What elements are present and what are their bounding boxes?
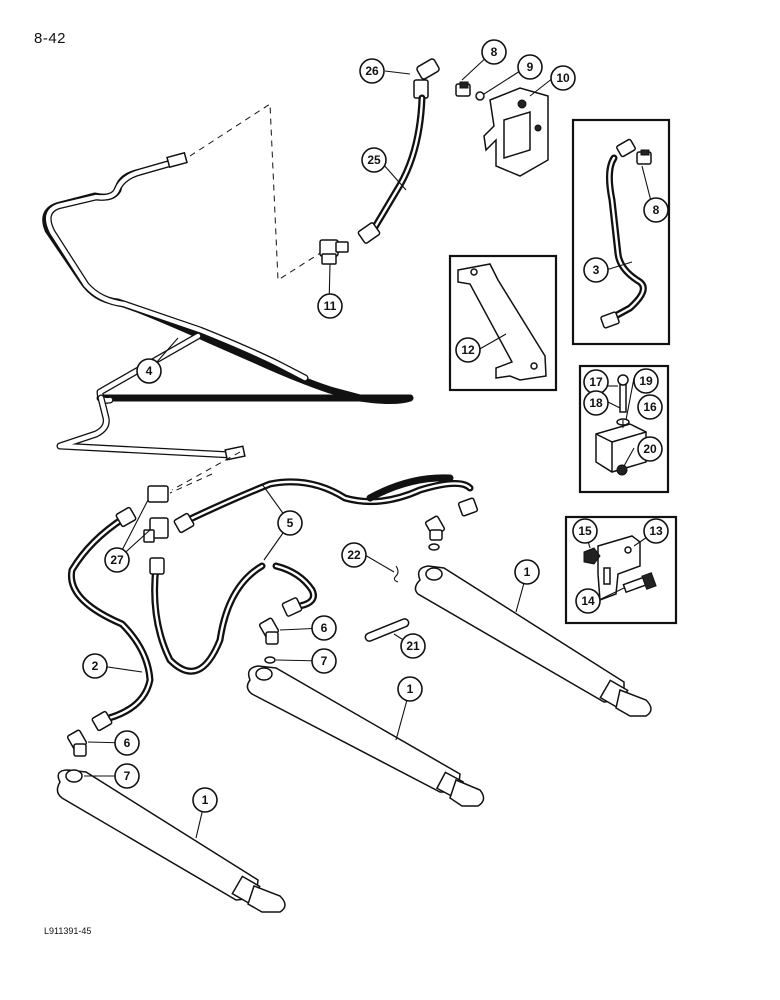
callout-7-middle: 7 (311, 648, 337, 674)
o-ring-7a (264, 656, 276, 664)
svg-text:5: 5 (287, 516, 294, 530)
svg-text:14: 14 (581, 594, 595, 608)
svg-text:25: 25 (367, 153, 381, 167)
callout-21: 21 (400, 633, 426, 659)
svg-text:22: 22 (347, 548, 361, 562)
hydraulic-hose-25 (357, 94, 426, 244)
svg-text:2: 2 (92, 659, 99, 673)
callout-1-lower: 1 (192, 787, 218, 813)
svg-text:19: 19 (639, 374, 653, 388)
svg-text:12: 12 (461, 343, 475, 357)
svg-text:1: 1 (202, 793, 209, 807)
callout-22: 22 (341, 542, 367, 568)
clamp-block-16 (595, 374, 647, 476)
callout-26: 26 (359, 58, 385, 84)
hose-3 (600, 138, 647, 329)
pin-21 (364, 618, 410, 642)
callout-18: 18 (583, 390, 609, 416)
fitting-8-inset (636, 149, 652, 165)
callout-4: 4 (136, 358, 162, 384)
tee-fitting-27 (143, 485, 169, 543)
callout-13: 13 (643, 518, 669, 544)
elbow-fitting-26 (413, 58, 440, 99)
svg-text:26: 26 (365, 64, 379, 78)
clip-22 (393, 565, 399, 583)
svg-text:16: 16 (643, 400, 657, 414)
callout-7-lower: 7 (114, 763, 140, 789)
callout-14: 14 (575, 588, 601, 614)
steel-tube (42, 151, 414, 461)
hydraulic-cylinder-lower (56, 769, 286, 913)
svg-text:8: 8 (653, 203, 660, 217)
svg-text:10: 10 (556, 71, 570, 85)
callout-1-upper: 1 (514, 559, 540, 585)
svg-text:3: 3 (593, 263, 600, 277)
callout-8-valve: 8 (481, 39, 507, 65)
hydraulic-cylinder-middle (246, 665, 485, 807)
callout-25: 25 (361, 147, 387, 173)
hose-5-short (149, 557, 317, 675)
hose-5-long (173, 474, 479, 534)
svg-text:5: 5 (287, 516, 294, 530)
callout-9: 9 (517, 54, 543, 80)
o-ring-7c (428, 543, 440, 551)
elbow-fitting-6c (424, 515, 446, 541)
callout-5-upper: 5 (277, 510, 303, 536)
svg-text:21: 21 (406, 639, 420, 653)
svg-text:4: 4 (146, 364, 153, 378)
svg-text:8: 8 (491, 45, 498, 59)
svg-text:7: 7 (321, 654, 328, 668)
callout-16: 16 (637, 394, 663, 420)
callout-8-inset: 8 (643, 197, 669, 223)
svg-text:15: 15 (578, 524, 592, 538)
o-ring-9 (475, 91, 485, 101)
svg-text:9: 9 (527, 60, 534, 74)
callout-19: 19 (633, 368, 659, 394)
callout-20: 20 (637, 436, 663, 462)
fitting-8 (455, 81, 471, 97)
svg-text:7: 7 (124, 769, 131, 783)
callout-17: 17 (583, 369, 609, 395)
svg-text:13: 13 (649, 524, 663, 538)
svg-text:18: 18 (589, 396, 603, 410)
callout-12: 12 (455, 337, 481, 363)
callout-3: 3 (583, 257, 609, 283)
elbow-fitting-6b (66, 729, 88, 757)
callout-2: 2 (82, 653, 108, 679)
callout-1-middle: 1 (397, 676, 423, 702)
svg-text:20: 20 (643, 442, 657, 456)
nut-15 (583, 547, 601, 565)
svg-text:6: 6 (124, 736, 131, 750)
figure-code: L911391-45 (44, 926, 92, 936)
bolt-14 (622, 572, 657, 594)
svg-text:6: 6 (321, 621, 328, 635)
tee-fitting-11 (319, 239, 349, 265)
svg-text:1: 1 (524, 565, 531, 579)
callout-11: 11 (317, 293, 343, 319)
svg-text:27: 27 (110, 553, 124, 567)
bracket-13 (597, 535, 641, 602)
callout-6-lower: 6 (114, 730, 140, 756)
svg-text:11: 11 (324, 299, 337, 313)
callout-15: 15 (572, 518, 598, 544)
page-number: 8-42 (34, 30, 67, 47)
svg-text:17: 17 (589, 375, 603, 389)
callout-10: 10 (550, 65, 576, 91)
bracket-12 (457, 263, 547, 381)
svg-text:1: 1 (407, 682, 414, 696)
inset-box-hose-3 (571, 118, 671, 346)
elbow-fitting-6a (258, 617, 280, 645)
valve-body-10 (483, 87, 549, 177)
hydraulic-cylinder-upper (414, 565, 652, 717)
callout-6-middle: 6 (311, 615, 337, 641)
hose-2 (67, 506, 154, 732)
callout-27: 27 (104, 547, 130, 573)
